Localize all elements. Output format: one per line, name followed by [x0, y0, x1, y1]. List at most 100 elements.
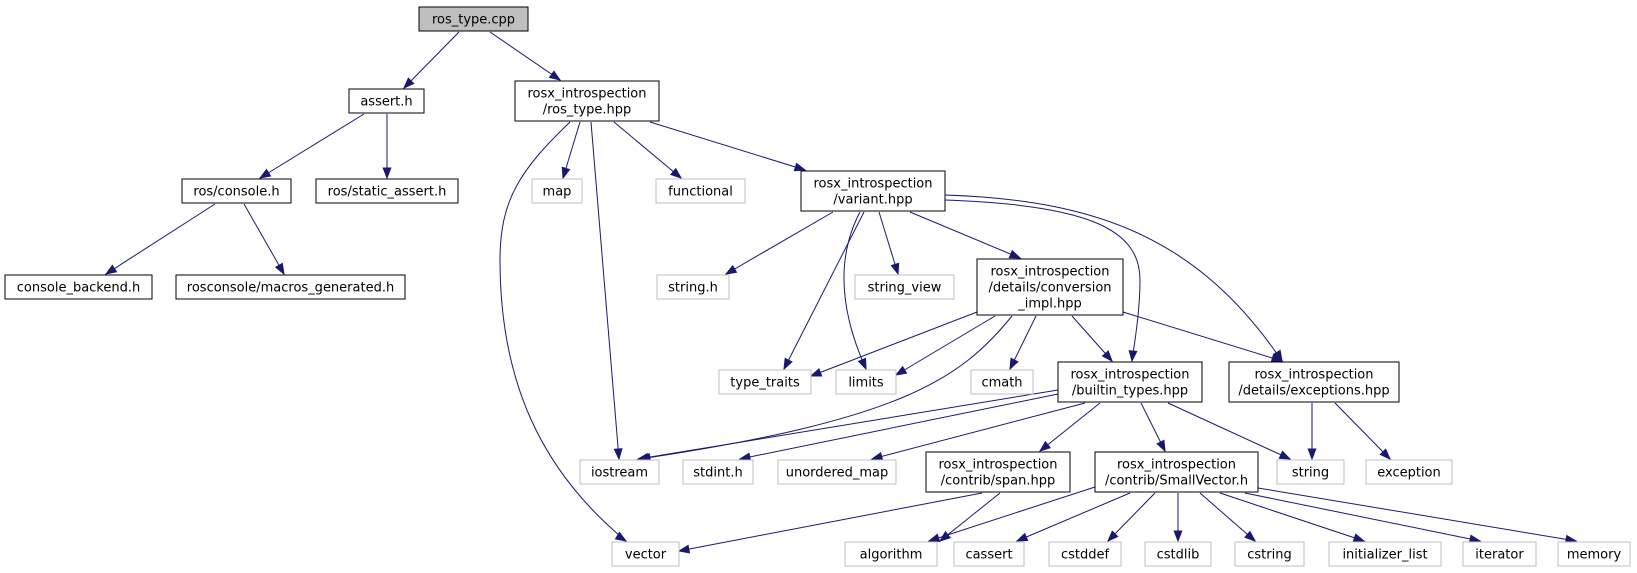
node-label: rosconsole/macros_generated.h: [187, 281, 394, 296]
node-label: string: [1292, 466, 1329, 481]
node-label: /details/conversion: [988, 281, 1111, 296]
node-cstring: cstring: [1234, 541, 1305, 567]
node-cstdlib: cstdlib: [1144, 541, 1212, 567]
node-map: map: [531, 178, 583, 204]
edge-ros_type_hpp-to-variant_hpp: [649, 121, 807, 172]
node-label: _impl.hpp: [1017, 297, 1082, 312]
node-iterator: iterator: [1462, 541, 1537, 567]
node-label: limits: [848, 376, 884, 391]
node-ros-type-hpp[interactable]: rosx_introspection/ros_type.hpp: [514, 80, 660, 122]
edge-conversion_impl_hpp-to-iostream: [638, 315, 1013, 462]
node-label: /builtin_types.hpp: [1072, 384, 1188, 399]
edge-exceptions_hpp-to-exception: [1334, 402, 1391, 461]
node-cassert: cassert: [953, 541, 1025, 567]
edge-conversion_impl_hpp-to-limits: [894, 315, 996, 376]
edge-conversion_impl_hpp-to-type_traits: [809, 311, 978, 377]
edge-variant_hpp-to-conversion_impl_hpp: [909, 211, 1022, 259]
node-label: /variant.hpp: [833, 193, 912, 208]
edge-assert_h-to-ros_console_h: [258, 113, 365, 179]
node-label: map: [543, 185, 572, 200]
edge-conversion_impl_hpp-to-cmath: [1009, 315, 1037, 371]
edge-ros_type_hpp-to-map: [561, 121, 581, 180]
node-label: cmath: [981, 376, 1022, 391]
edge-ros_type_hpp-to-vector: [499, 121, 628, 542]
edge-smallvector_h-to-iterator: [1244, 492, 1482, 544]
node-label: algorithm: [860, 548, 923, 563]
edge-builtin_types_hpp-to-smallvector_h: [1140, 402, 1166, 453]
node-builtin-types-hpp[interactable]: rosx_introspection/builtin_types.hpp: [1057, 361, 1203, 403]
edge-span_hpp-to-vector: [677, 492, 983, 554]
node-label: /contrib/span.hpp: [941, 474, 1056, 489]
node-ros-static-assert-h[interactable]: ros/static_assert.h: [315, 178, 459, 204]
node-string: string: [1276, 459, 1345, 485]
node-label: cstring: [1247, 548, 1291, 563]
edge-ros_type_hpp-to-iostream: [590, 121, 623, 461]
node-label: rosx_introspection: [1117, 458, 1236, 473]
node-label: /contrib/SmallVector.h: [1105, 474, 1248, 489]
graph-nodes: ros_type.cpp assert.h rosx_introspection/r…: [4, 6, 1631, 567]
edge-smallvector_h-to-cassert: [1015, 492, 1131, 542]
node-label: console_backend.h: [17, 281, 140, 296]
edge-smallvector_h-to-algorithm: [927, 486, 1096, 543]
edge-smallvector_h-to-initializer_list: [1219, 492, 1366, 542]
node-ros-type-cpp[interactable]: ros_type.cpp: [418, 6, 529, 32]
node-label: vector: [625, 548, 667, 563]
node-string-h: string.h: [656, 274, 730, 300]
node-unordered-map: unordered_map: [777, 459, 897, 485]
edge-ros_type_cpp-to-ros_type_hpp: [489, 31, 562, 81]
edge-variant_hpp-to-type_traits: [783, 211, 865, 371]
node-conversion-impl-hpp[interactable]: rosx_introspection/details/conversion_im…: [976, 258, 1124, 316]
edge-variant_hpp-to-string_view: [878, 211, 900, 276]
node-exceptions-hpp[interactable]: rosx_introspection/details/exceptions.hp…: [1228, 361, 1400, 403]
edge-builtin_types_hpp-to-string: [1167, 402, 1292, 460]
node-functional: functional: [655, 178, 746, 204]
node-ros-console-h[interactable]: ros/console.h: [181, 178, 292, 204]
node-label: ros/console.h: [193, 185, 279, 200]
node-label: stdint.h: [693, 466, 742, 481]
edge-smallvector_h-to-cstddef: [1107, 492, 1156, 543]
node-stdint-h: stdint.h: [682, 459, 754, 485]
node-label: memory: [1567, 548, 1622, 563]
edge-builtin_types_hpp-to-unordered_map: [870, 402, 1086, 461]
node-label: iterator: [1475, 548, 1524, 563]
edge-builtin_types_hpp-to-iostream: [636, 389, 1059, 462]
edge-assert_h-to-ros_static_assert_h: [382, 114, 392, 180]
edge-ros_console_h-to-rosconsole_macros_generated_h: [243, 203, 285, 276]
edge-variant_hpp-to-limits: [843, 211, 867, 371]
node-vector: vector: [611, 541, 680, 567]
node-label: exception: [1377, 466, 1441, 481]
node-label: rosx_introspection: [1070, 368, 1189, 383]
edge-ros_console_h-to-console_backend_h: [104, 203, 216, 275]
node-smallvector-h[interactable]: rosx_introspection/contrib/SmallVector.h: [1094, 451, 1259, 493]
node-string-view: string_view: [854, 274, 955, 300]
node-span-hpp[interactable]: rosx_introspection/contrib/span.hpp: [925, 451, 1071, 493]
node-variant-hpp[interactable]: rosx_introspection/variant.hpp: [800, 170, 946, 212]
edge-exceptions_hpp-to-string: [1307, 403, 1317, 461]
node-label: rosx_introspection: [1254, 368, 1373, 383]
node-label: initializer_list: [1342, 548, 1427, 563]
node-label: cstddef: [1061, 548, 1110, 563]
node-label: /ros_type.hpp: [543, 103, 632, 118]
node-iostream: iostream: [579, 459, 660, 485]
node-label: /details/exceptions.hpp: [1238, 384, 1389, 399]
edge-conversion_impl_hpp-to-builtin_types_hpp: [1071, 315, 1113, 363]
node-exception: exception: [1365, 459, 1453, 485]
node-label: assert.h: [360, 95, 412, 110]
node-label: rosx_introspection: [938, 458, 1057, 473]
node-label: string.h: [668, 281, 718, 296]
node-label: cstdlib: [1157, 548, 1200, 563]
edge-smallvector_h-to-cstring: [1199, 492, 1257, 542]
node-label: cassert: [965, 548, 1012, 563]
node-cmath: cmath: [970, 369, 1034, 395]
edge-conversion_impl_hpp-to-exceptions_hpp: [1122, 311, 1284, 363]
edge-ros_type_cpp-to-assert_h: [403, 31, 460, 90]
node-label: rosx_introspection: [527, 87, 646, 102]
edge-builtin_types_hpp-to-stdint_h: [738, 393, 1059, 462]
edge-variant_hpp-to-string_h: [724, 211, 834, 275]
node-assert-h[interactable]: assert.h: [348, 88, 425, 114]
node-label: rosx_introspection: [813, 177, 932, 192]
node-console-backend-h[interactable]: console_backend.h: [4, 274, 153, 300]
node-rosconsole-macros-generated-h[interactable]: rosconsole/macros_generated.h: [175, 274, 406, 300]
node-memory: memory: [1557, 541, 1631, 567]
